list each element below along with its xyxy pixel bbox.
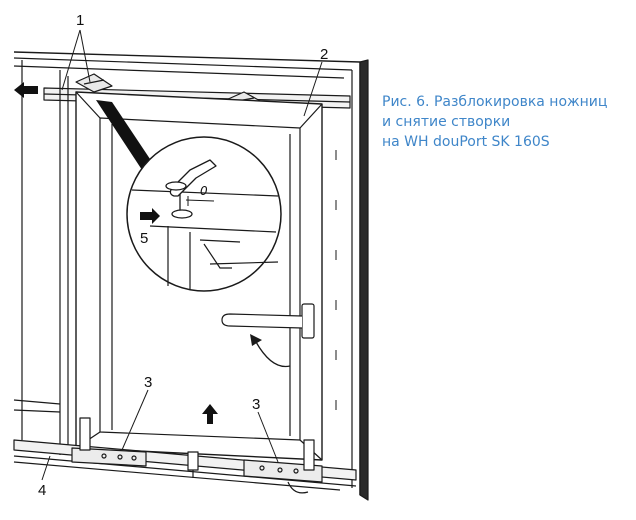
handle — [221, 303, 315, 339]
callout-5: 5 — [140, 230, 149, 247]
fixed-panel — [13, 60, 61, 440]
caption-line-2: и снятие створки — [382, 114, 511, 130]
carriage-left — [71, 417, 147, 467]
callout-3-left: 3 — [144, 374, 153, 391]
carriage-right — [243, 439, 323, 494]
leader-lines — [41, 29, 323, 481]
dimension-label: 0 — [200, 184, 208, 198]
callout-1: 1 — [76, 12, 85, 29]
callout-2: 2 — [320, 46, 329, 63]
hex-key-icon — [165, 159, 217, 219]
dimension-marker — [185, 196, 215, 206]
push-arrow-icon — [140, 208, 160, 224]
up-arrow-icon — [202, 404, 218, 424]
caption-line-1: Рис. 6. Разблокировка ножниц — [382, 94, 608, 110]
center-clip — [187, 451, 199, 478]
caption-line-3: на WH douPort SK 160S — [382, 134, 550, 150]
scissor-bracket-left — [75, 73, 113, 93]
detail-circle — [126, 136, 282, 292]
rotation-arrow-head — [250, 334, 262, 346]
figure-caption: Рис. 6. Разблокировка ножниц и снятие ст… — [382, 92, 632, 152]
callout-3-right: 3 — [252, 396, 261, 413]
outer-frame — [13, 51, 369, 501]
zoom-connector — [96, 100, 156, 176]
callout-4: 4 — [38, 482, 47, 499]
left-arrow-icon — [14, 82, 38, 98]
rotation-arrow — [255, 341, 291, 368]
